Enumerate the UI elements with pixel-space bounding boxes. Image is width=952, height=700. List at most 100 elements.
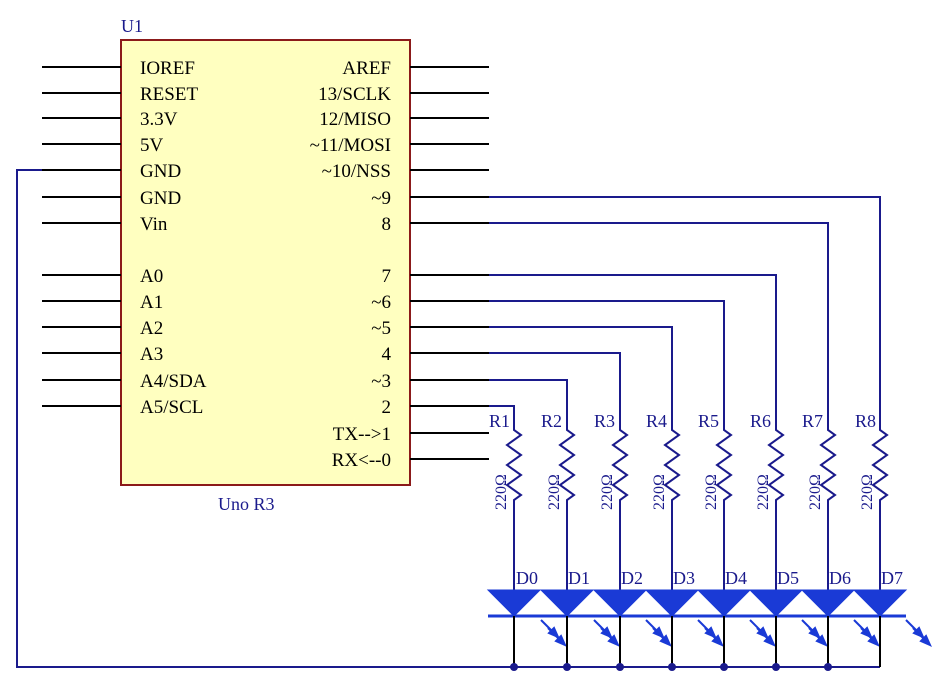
led-ref-d2: D2 — [621, 568, 643, 588]
resistor-ref-r5: R5 — [698, 411, 719, 431]
pin-label-d8: 8 — [382, 214, 392, 235]
pin-label-a0: A0 — [140, 266, 163, 287]
right-pin-lines — [410, 66, 489, 460]
junction-dot — [772, 663, 780, 671]
pin-label-gnd-2: GND — [140, 188, 181, 209]
pin-label-d5: ~5 — [371, 318, 391, 339]
resistor-value-r2: 220Ω — [546, 474, 563, 510]
signal-wires — [489, 196, 881, 420]
led-ref-labels: D0 D1 D2 D3 D4 D5 D6 D7 — [516, 568, 903, 588]
pin-label-a3: A3 — [140, 344, 163, 365]
resistor-value-r7: 220Ω — [807, 474, 824, 510]
pin-label-d10: ~10/NSS — [322, 161, 391, 182]
pin-label-vin: Vin — [140, 214, 168, 235]
gnd-wire — [16, 169, 880, 668]
pin-label-d3: ~3 — [371, 371, 391, 392]
resistor-r4 — [663, 420, 681, 590]
light-arrows-d2 — [645, 619, 672, 647]
led-gnd-wires — [513, 616, 881, 667]
right-pin-labels: AREF 13/SCLK 12/MISO ~11/MOSI ~10/NSS ~9… — [310, 58, 392, 471]
resistor-r2 — [558, 420, 576, 590]
left-pin-lines — [42, 66, 121, 407]
light-arrows-d5 — [801, 619, 828, 647]
led-ref-d6: D6 — [829, 568, 851, 588]
chip-ref: U1 — [121, 16, 143, 36]
pin-label-reset: RESET — [140, 84, 198, 105]
wire-d5-r4 — [489, 326, 673, 420]
junction-dot — [668, 663, 676, 671]
led-ref-d1: D1 — [568, 568, 590, 588]
resistor-value-r6: 220Ω — [755, 474, 772, 510]
junction-dot — [563, 663, 571, 671]
junction-dot — [824, 663, 832, 671]
resistor-value-r1: 220Ω — [493, 474, 510, 510]
led-d0 — [486, 589, 542, 617]
resistor-value-r8: 220Ω — [859, 474, 876, 510]
light-arrows-d4 — [749, 619, 776, 647]
light-arrows-d6 — [853, 619, 880, 647]
resistor-r6 — [767, 420, 785, 590]
resistor-r1 — [505, 420, 523, 590]
resistor-r3 — [611, 420, 629, 590]
led-ref-d3: D3 — [673, 568, 695, 588]
wire-d3-r2 — [489, 379, 568, 420]
pin-label-d1: TX-->1 — [333, 424, 391, 445]
resistor-value-labels: 220Ω 220Ω 220Ω 220Ω 220Ω 220Ω 220Ω 220Ω — [493, 474, 876, 510]
pin-label-d7: 7 — [382, 266, 392, 287]
resistor-ref-r3: R3 — [594, 411, 615, 431]
wire-d4-r3 — [489, 352, 621, 420]
pin-label-d2: 2 — [382, 397, 392, 418]
led-d2 — [592, 589, 648, 617]
light-arrows-d0 — [540, 619, 567, 647]
pin-label-d4: 4 — [382, 344, 392, 365]
resistor-r8 — [871, 420, 889, 590]
wire-d6-r5 — [489, 300, 725, 420]
led-ref-d4: D4 — [725, 568, 747, 588]
wire-d8-r7 — [489, 222, 829, 420]
resistor-value-r3: 220Ω — [599, 474, 616, 510]
junction-dot — [720, 663, 728, 671]
pin-label-d9: ~9 — [371, 188, 391, 209]
led-d4 — [696, 589, 752, 617]
light-arrows-d3 — [697, 619, 724, 647]
light-arrows-d7 — [905, 619, 932, 647]
resistor-value-r5: 220Ω — [703, 474, 720, 510]
led-diodes — [486, 589, 908, 617]
led-d5 — [748, 589, 804, 617]
resistor-value-r4: 220Ω — [651, 474, 668, 510]
led-d7 — [852, 589, 908, 617]
chip-body — [120, 39, 411, 486]
pin-label-a4-sda: A4/SDA — [140, 371, 207, 392]
resistor-ref-r6: R6 — [750, 411, 771, 431]
pin-label-d12: 12/MISO — [319, 109, 391, 130]
wire-d9-r8 — [489, 196, 881, 420]
pin-label-d13: 13/SCLK — [318, 84, 391, 105]
chip-name: Uno R3 — [218, 494, 275, 514]
led-ref-d0: D0 — [516, 568, 538, 588]
led-arrows — [540, 619, 932, 647]
led-ref-d5: D5 — [777, 568, 799, 588]
led-d3 — [644, 589, 700, 617]
led-d6 — [800, 589, 856, 617]
left-pin-labels: IOREF RESET 3.3V 5V GND GND Vin A0 A1 A2… — [140, 58, 207, 418]
resistors — [505, 420, 889, 590]
junction-dots — [510, 663, 832, 671]
pin-label-d6: ~6 — [371, 292, 391, 313]
pin-label-3v3: 3.3V — [140, 109, 178, 130]
pin-label-a2: A2 — [140, 318, 163, 339]
pin-label-a1: A1 — [140, 292, 163, 313]
pin-label-a5-scl: A5/SCL — [140, 397, 203, 418]
junction-dot — [616, 663, 624, 671]
pin-label-ioref: IOREF — [140, 58, 195, 79]
wire-d7-r6 — [489, 274, 777, 420]
resistor-r5 — [715, 420, 733, 590]
resistor-ref-labels: R1 R2 R3 R4 R5 R6 R7 R8 — [489, 411, 876, 431]
pin-label-aref: AREF — [342, 58, 391, 79]
resistor-ref-r2: R2 — [541, 411, 562, 431]
pin-label-gnd-1: GND — [140, 161, 181, 182]
resistor-ref-r8: R8 — [855, 411, 876, 431]
junction-dot — [510, 663, 518, 671]
pin-label-d0: RX<--0 — [332, 450, 391, 471]
wire-d2-r1 — [489, 405, 515, 420]
